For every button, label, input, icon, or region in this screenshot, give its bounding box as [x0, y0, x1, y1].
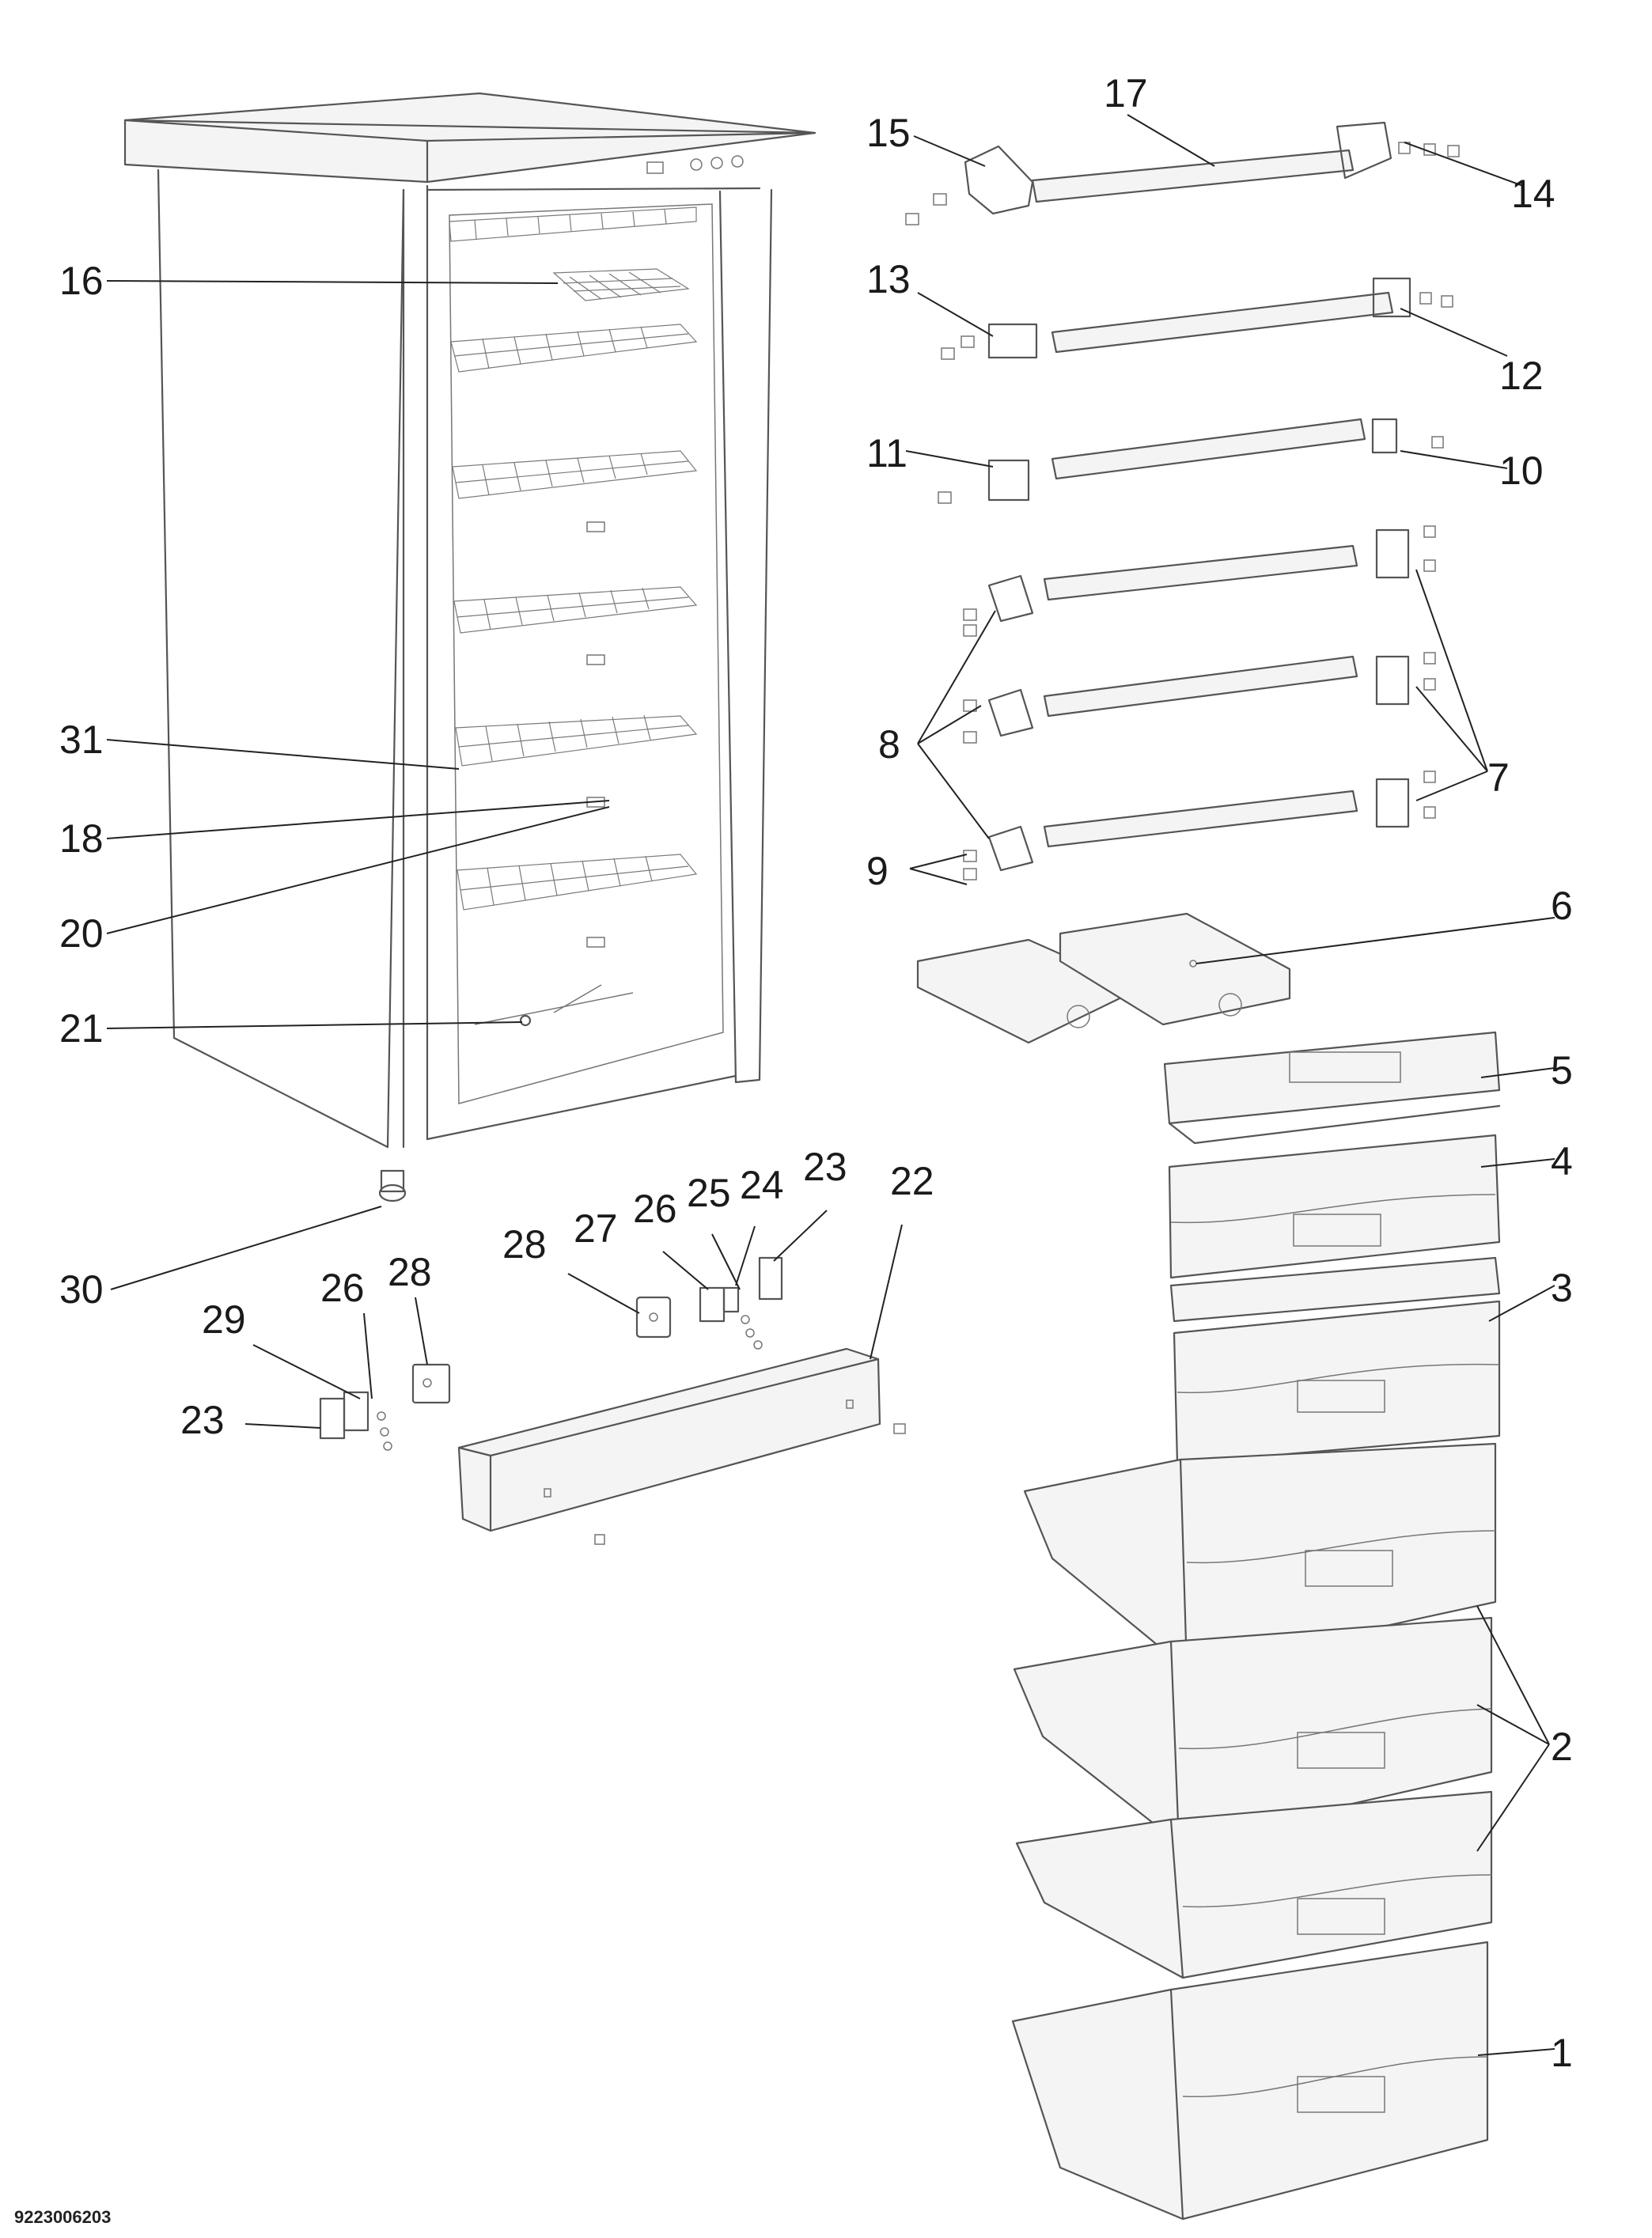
- drawer-1: [1011, 1941, 1489, 2221]
- callout-21: 21: [59, 1006, 104, 1051]
- callout-24: 24: [740, 1163, 784, 1207]
- callout-4: 4: [1551, 1139, 1573, 1183]
- callout-12: 12: [1499, 354, 1544, 398]
- rail-bracket-right: [1375, 655, 1410, 706]
- callout-16: 16: [59, 259, 104, 303]
- hinge-plate: [635, 1296, 672, 1339]
- hinge-plate: [411, 1363, 451, 1404]
- drain-plug: [519, 1014, 532, 1027]
- drawer-covers: [916, 912, 1291, 1044]
- callout-26-lower: 26: [320, 1266, 365, 1310]
- callout-2: 2: [1551, 1725, 1573, 1769]
- control-knob: [690, 158, 703, 171]
- rail-bracket-left: [987, 459, 1030, 502]
- wire-shelf-3: [452, 450, 698, 499]
- screw: [741, 1315, 750, 1324]
- wire-shelf-1: [449, 206, 697, 242]
- drawer-2c: [1015, 1790, 1493, 1979]
- cabinet-side-wall: [157, 169, 405, 1149]
- flap-4: [1168, 1134, 1501, 1279]
- hinge-bracket: [343, 1391, 369, 1432]
- bottom-plinth: [457, 1347, 906, 1545]
- control-panel-indicator: [646, 161, 664, 174]
- callout-20: 20: [59, 911, 104, 956]
- callout-27: 27: [574, 1206, 618, 1251]
- callout-23-lower: 23: [180, 1398, 225, 1442]
- cover-right: [1059, 912, 1291, 1026]
- callout-11: 11: [866, 431, 907, 475]
- cabinet-top-lid: [123, 92, 817, 184]
- callout-25: 25: [687, 1171, 731, 1215]
- callout-14: 14: [1511, 172, 1555, 216]
- wire-shelf-2: [450, 324, 698, 373]
- callout-23-upper: 23: [803, 1145, 847, 1189]
- screw: [377, 1411, 386, 1421]
- rail-bracket-left: [987, 323, 1038, 359]
- inner-liner: [449, 203, 724, 1104]
- callout-10: 10: [1499, 449, 1544, 493]
- wire-shelf-4: [453, 586, 698, 634]
- rail-bracket-right: [1375, 778, 1410, 828]
- rail-assembly-upper: [963, 525, 1436, 637]
- hinge-cover: [319, 1397, 346, 1440]
- callout-28-upper: 28: [502, 1222, 547, 1267]
- rail-assembly-middle: [963, 652, 1436, 744]
- callout-8: 8: [878, 722, 900, 767]
- leader-lines: [106, 114, 1555, 2056]
- hinge-parts-lower: [319, 1363, 451, 1451]
- small-wire-shelf: [552, 268, 690, 301]
- rail-bracket-left: [964, 145, 1034, 215]
- callout-3: 3: [1551, 1266, 1573, 1310]
- shelf-support-clip: [586, 521, 605, 532]
- wire-shelf-5: [455, 714, 698, 767]
- callout-15: 15: [866, 111, 911, 155]
- rail-bracket-right: [1336, 121, 1392, 180]
- hinge-parts-upper: [635, 1256, 783, 1350]
- callout-17: 17: [1104, 71, 1148, 115]
- rail-bracket-left: [987, 825, 1034, 872]
- callout-22: 22: [890, 1159, 934, 1203]
- rail-bracket-left: [987, 574, 1034, 623]
- callout-29: 29: [202, 1297, 246, 1342]
- callout-labels: 16 31 18 20 21 30 15 17 14 13 12 11 10 8…: [59, 71, 1573, 2075]
- shelf-support-clip: [586, 937, 605, 948]
- rail-bracket-right: [1375, 528, 1410, 579]
- drawer-2b: [1013, 1616, 1493, 1845]
- rail-assembly-17: [905, 121, 1460, 225]
- rail-bracket-right: [1372, 277, 1411, 318]
- rail-bracket-right: [1371, 418, 1398, 454]
- callout-1: 1: [1551, 2031, 1573, 2075]
- callout-13: 13: [866, 257, 911, 301]
- drawer-2a: [1023, 1442, 1497, 1671]
- callout-28-lower: 28: [388, 1250, 432, 1294]
- callout-18: 18: [59, 816, 104, 861]
- flap-3: [1169, 1256, 1501, 1465]
- wire-shelves: [449, 206, 698, 1027]
- rail-assembly-11-10: [938, 418, 1444, 504]
- callout-30: 30: [59, 1267, 104, 1312]
- callout-7: 7: [1487, 755, 1510, 800]
- rail-bracket-left: [987, 688, 1034, 737]
- rail-assembly-13-12: [941, 277, 1453, 360]
- wire-shelf-6: [457, 854, 698, 911]
- callout-6: 6: [1551, 884, 1573, 928]
- hinge-cover: [758, 1256, 783, 1301]
- flap-5: [1163, 1031, 1501, 1145]
- hinge-bracket: [699, 1286, 726, 1323]
- cabinet-body: [123, 92, 817, 1202]
- callout-26-upper: 26: [633, 1187, 677, 1231]
- callout-5: 5: [1551, 1048, 1573, 1092]
- shelf-support-clip: [586, 654, 605, 665]
- adjustable-foot: [378, 1183, 407, 1202]
- rail-assembly-lower: [963, 771, 1436, 880]
- document-number: 9223006203: [14, 2207, 111, 2227]
- callout-9: 9: [866, 849, 889, 893]
- callout-31: 31: [59, 718, 104, 762]
